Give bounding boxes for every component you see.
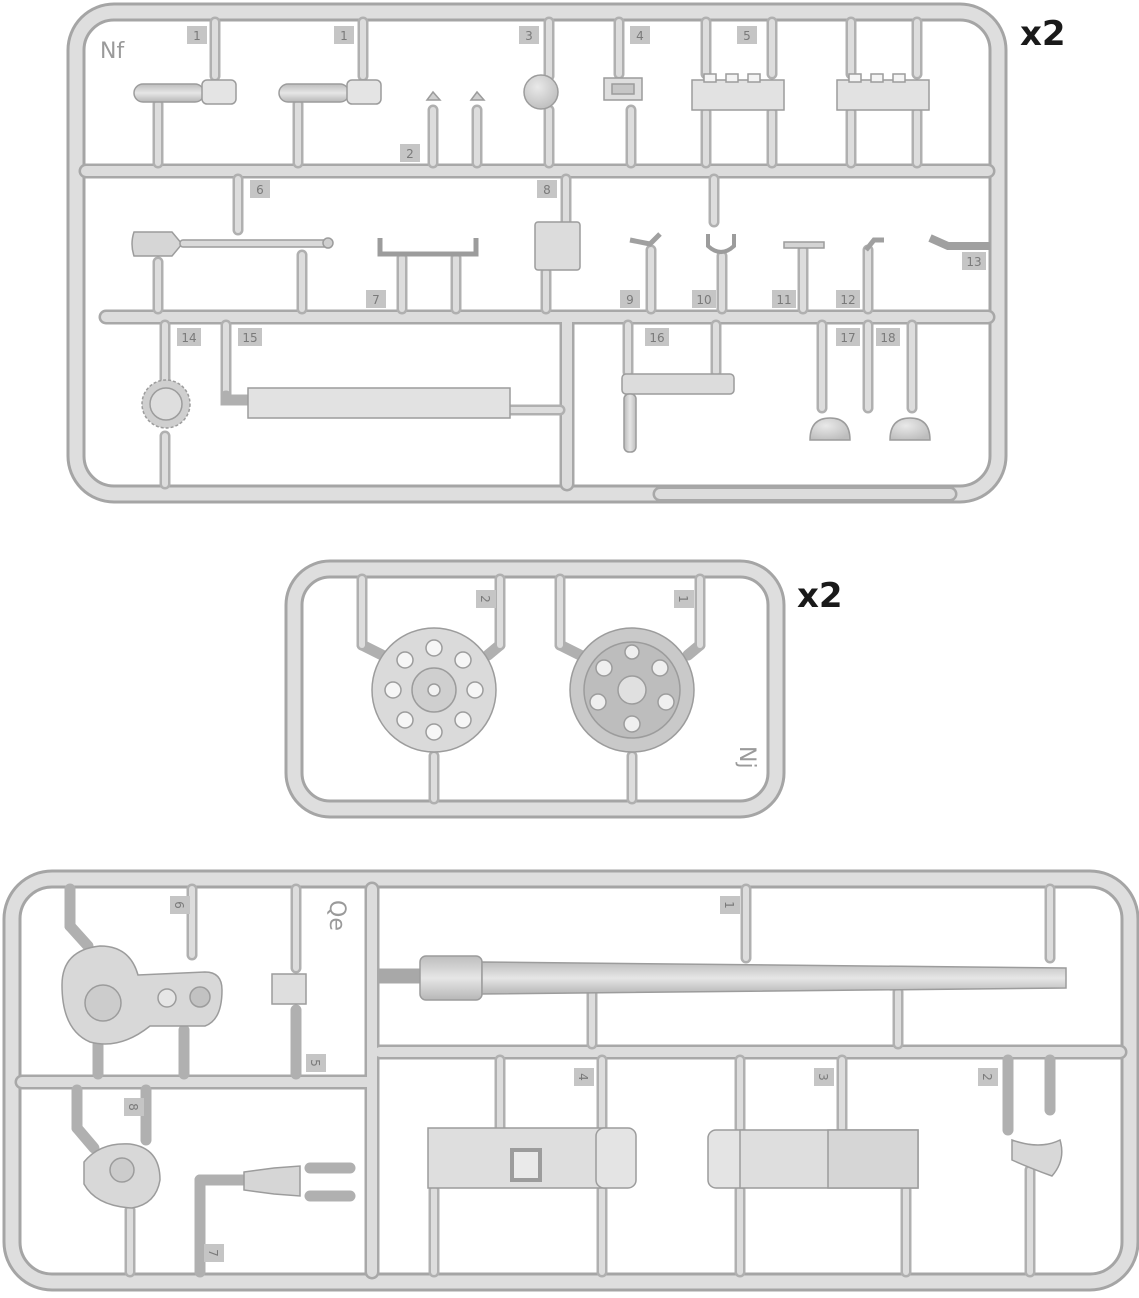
part-label: 12 [840,293,855,307]
part-label: 3 [816,1073,830,1081]
sprue-nf [66,2,1008,504]
sprue-qe-labels: 6 5 8 7 1 4 3 2 Qe [124,896,998,1262]
sprue-id-label: Qe [324,900,349,931]
sprue-qe [2,869,1139,1292]
part-label: 7 [206,1249,220,1257]
sprue-qe-parts [61,945,1067,1209]
part-label: 14 [181,331,196,345]
sprue-nj-labels: 2 1 Nj [476,590,759,769]
part-label: 16 [649,331,664,345]
part-label: 15 [242,331,257,345]
part-label: 1 [676,595,690,603]
part-label: 4 [636,29,644,43]
part-label: 2 [980,1073,994,1081]
part-label: 2 [406,147,414,161]
part-label: 2 [478,595,492,603]
sprue-id-label: Nj [734,746,759,769]
part-label: 6 [172,901,186,909]
part-label: 3 [525,29,533,43]
part-label: 4 [576,1073,590,1081]
part-label: 5 [743,29,751,43]
part-label: 8 [126,1103,140,1111]
part-label: 1 [722,901,736,909]
sprue-nf-parts [131,73,990,453]
sprue-id-label: Nf [100,39,125,64]
sprue-nj-multiplier: x2 [797,576,843,616]
sprue-nf-multiplier: x2 [1020,14,1066,54]
part-label: 8 [543,183,551,197]
part-label: 1 [193,29,201,43]
part-label: 17 [840,331,855,345]
part-label: 13 [966,255,981,269]
part-label: 11 [776,293,791,307]
part-label: 6 [256,183,264,197]
sprue-nf-labels: 1 1 2 3 4 5 6 7 8 9 10 11 12 13 14 15 16… [100,26,986,346]
sprue-nj-parts [371,627,695,753]
part-label: 10 [696,293,711,307]
part-label: 9 [626,293,634,307]
sprue-nj [284,559,786,819]
part-label: 1 [340,29,348,43]
part-label: 5 [308,1059,322,1067]
part-label: 7 [372,293,380,307]
part-label: 18 [880,331,895,345]
